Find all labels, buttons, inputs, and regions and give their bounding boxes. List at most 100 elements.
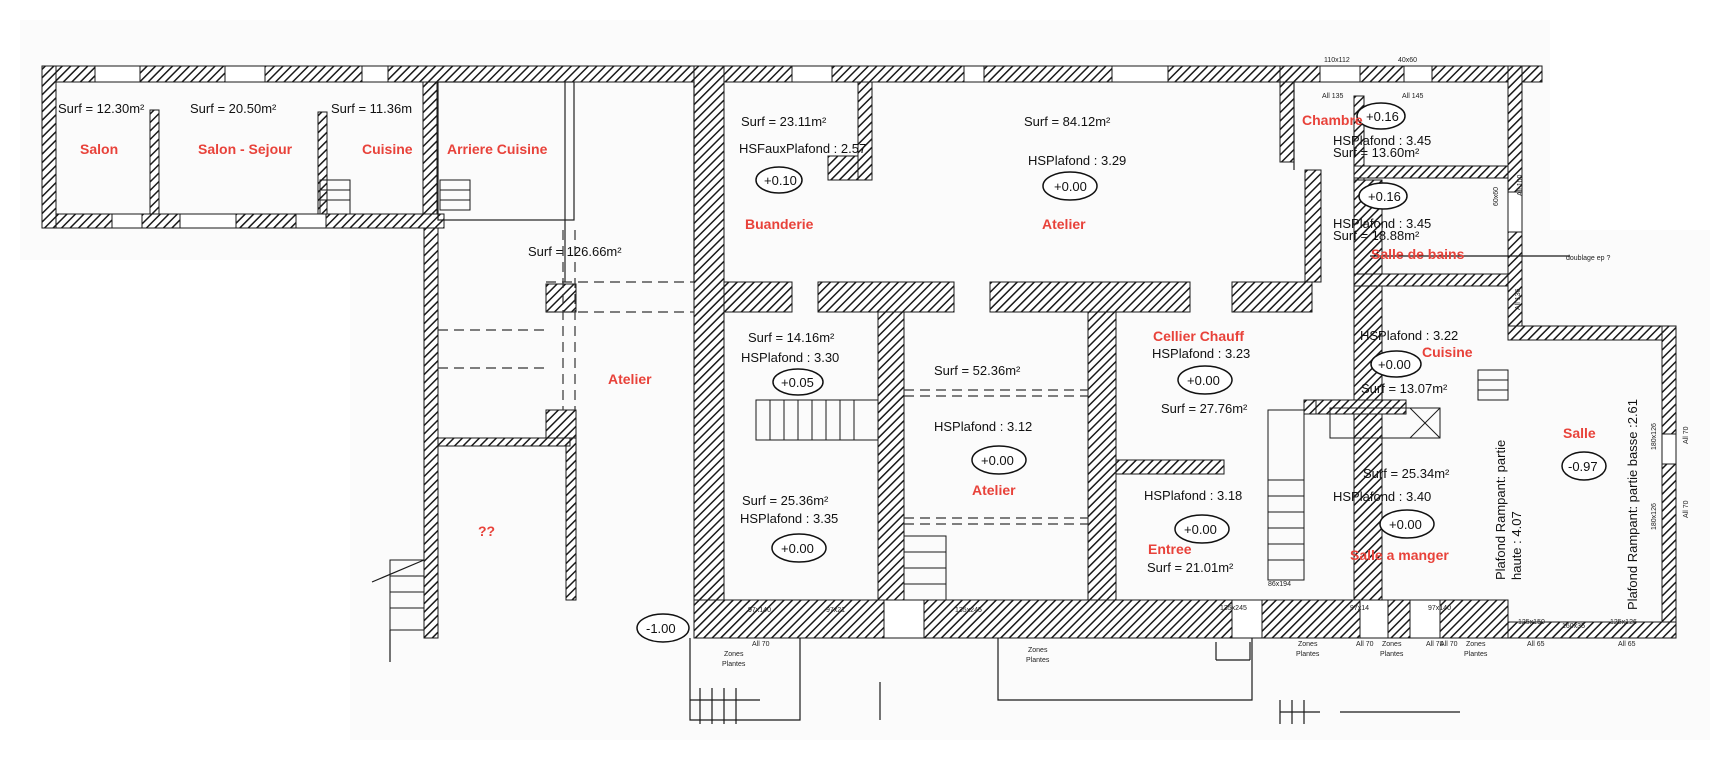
sam-hs: HSPlafond : 3.40 — [1333, 489, 1431, 504]
zones-label-2: Zones — [1028, 647, 1048, 654]
dim-label: 60x60 — [1493, 187, 1500, 206]
entree-hs: HSPlafond : 3.18 — [1144, 488, 1242, 503]
level-ellipse — [772, 368, 824, 396]
dim-label: 97x21 — [826, 607, 845, 614]
dim-label: All 65 — [1527, 641, 1545, 648]
atelier-mid-level: +0.00 — [981, 453, 1014, 468]
interior-lines — [437, 81, 1295, 525]
cellier-label: Cellier Chauff — [1153, 328, 1244, 344]
dim-label: 97x14 — [1350, 605, 1369, 612]
arriere-atelier-surf: Surf = 126.66m² — [528, 244, 622, 259]
dim-label: 180x126 — [1651, 423, 1658, 450]
dim-label: All 136 — [1515, 288, 1522, 310]
buanderie-label: Buanderie — [745, 216, 814, 232]
level-ellipse — [1358, 182, 1408, 210]
level-ellipse — [1174, 514, 1230, 544]
level-markers — [636, 102, 1607, 643]
cuisine-right-hs: HSPlafond : 3.22 — [1360, 328, 1458, 343]
dim-label: All 70 — [1356, 641, 1374, 648]
room-1416-level: +0.05 — [781, 375, 814, 390]
level-ellipse — [636, 613, 690, 643]
dim-label: All 100 — [1517, 174, 1524, 196]
atelier-top-level: +0.00 — [1054, 179, 1087, 194]
cuisine-right-level: +0.00 — [1378, 357, 1411, 372]
dim-label: 180x126 — [1651, 503, 1658, 530]
paper-main — [350, 230, 1710, 740]
dim-label: 97x140 — [1428, 605, 1451, 612]
cuisine-left-label: Cuisine — [362, 141, 413, 157]
dim-label: All 70 — [752, 641, 770, 648]
level-ellipse — [1561, 451, 1607, 481]
salon-surf: Surf = 12.30m² — [58, 101, 145, 116]
dim-label: 125x126 — [1610, 619, 1637, 626]
atelier-mid-label: Atelier — [972, 482, 1016, 498]
sdb-hs: HSPlafond : 3.45 — [1333, 216, 1431, 231]
plantes-label-4: Plantes — [1380, 651, 1404, 658]
dim-label: All 70 — [1426, 641, 1444, 648]
sdb-surf: Surf = 18.88m² — [1333, 228, 1420, 243]
zones-label-3: Zones — [1298, 641, 1318, 648]
dim-label: 86x194 — [1268, 581, 1291, 588]
cellier-surf: Surf = 27.76m² — [1161, 401, 1248, 416]
dim-label: 135x245 — [955, 607, 982, 614]
exterior-level: -1.00 — [646, 621, 676, 636]
cellier-hs: HSPlafond : 3.23 — [1152, 346, 1250, 361]
sam-level: +0.00 — [1389, 517, 1422, 532]
salle-level: -0.97 — [1568, 459, 1598, 474]
sam-surf: Surf = 25.34m² — [1363, 466, 1450, 481]
salle-note-low: Plafond Rampant: partie basse :2.61 — [1625, 399, 1640, 610]
room-1416-hs: HSPlafond : 3.30 — [741, 350, 839, 365]
atelier-left-label: Atelier — [608, 371, 652, 387]
chambre-label: Chambre — [1302, 112, 1363, 128]
dim-label: 160x35 — [1562, 623, 1585, 630]
plantes-label-1: Plantes — [722, 661, 746, 668]
salon-label: Salon — [80, 141, 118, 157]
sam-label: Salle a manger — [1350, 547, 1449, 563]
unknown-room-label: ?? — [478, 523, 495, 539]
doublage-note: doublage ep ? — [1566, 255, 1610, 262]
buanderie-hs: HSFauxPlafond : 2.57 — [739, 141, 866, 156]
zones-label-1: Zones — [724, 651, 744, 658]
atelier-top-label: Atelier — [1042, 216, 1086, 232]
dim-label: 135x245 — [1220, 605, 1247, 612]
openings — [94, 65, 1677, 639]
level-ellipse — [971, 445, 1027, 475]
dim-label: All 70 — [1683, 426, 1690, 444]
sdb-label: Salle de bains — [1371, 246, 1465, 262]
dim-label: All 70 — [1440, 641, 1458, 648]
stairs — [319, 179, 1509, 631]
buanderie-surf: Surf = 23.11m² — [741, 114, 827, 129]
chambre-level: +0.16 — [1366, 109, 1399, 124]
dim-label: 97x140 — [748, 607, 771, 614]
room-2536-level: +0.00 — [781, 541, 814, 556]
exterior-lines — [371, 255, 1570, 724]
level-ellipse — [771, 533, 827, 563]
atelier-mid-hs: HSPlafond : 3.12 — [934, 419, 1032, 434]
atelier-top-hs: HSPlafond : 3.29 — [1028, 153, 1126, 168]
level-ellipse — [1356, 102, 1406, 130]
salon-sejour-surf: Surf = 20.50m² — [190, 101, 277, 116]
cuisine-right-surf: Surf = 13.07m² — [1361, 381, 1448, 396]
atelier-mid-surf: Surf = 52.36m² — [934, 363, 1021, 378]
dim-label: 40x60 — [1398, 57, 1417, 64]
zones-label-4: Zones — [1382, 641, 1402, 648]
zones-label-5: Zones — [1466, 641, 1486, 648]
dim-label: All 65 — [1618, 641, 1636, 648]
arriere-cuisine-label: Arriere Cuisine — [447, 141, 548, 157]
cellier-level: +0.00 — [1187, 373, 1220, 388]
level-ellipse — [1370, 350, 1422, 378]
level-ellipse — [1379, 509, 1435, 539]
level-ellipse — [755, 166, 803, 194]
cuisine-right-label: Cuisine — [1422, 344, 1473, 360]
plantes-label-2: Plantes — [1026, 657, 1050, 664]
plantes-label-5: Plantes — [1464, 651, 1488, 658]
salon-sejour-label: Salon - Sejour — [198, 141, 293, 157]
room-1416-surf: Surf = 14.16m² — [748, 330, 835, 345]
salle-label: Salle — [1563, 425, 1596, 441]
entree-surf: Surf = 21.01m² — [1147, 560, 1234, 575]
cuisine-left-surf: Surf = 11.36m — [331, 101, 412, 116]
room-2536-surf: Surf = 25.36m² — [742, 493, 829, 508]
entree-label: Entree — [1148, 541, 1192, 557]
level-ellipse — [1177, 365, 1233, 395]
